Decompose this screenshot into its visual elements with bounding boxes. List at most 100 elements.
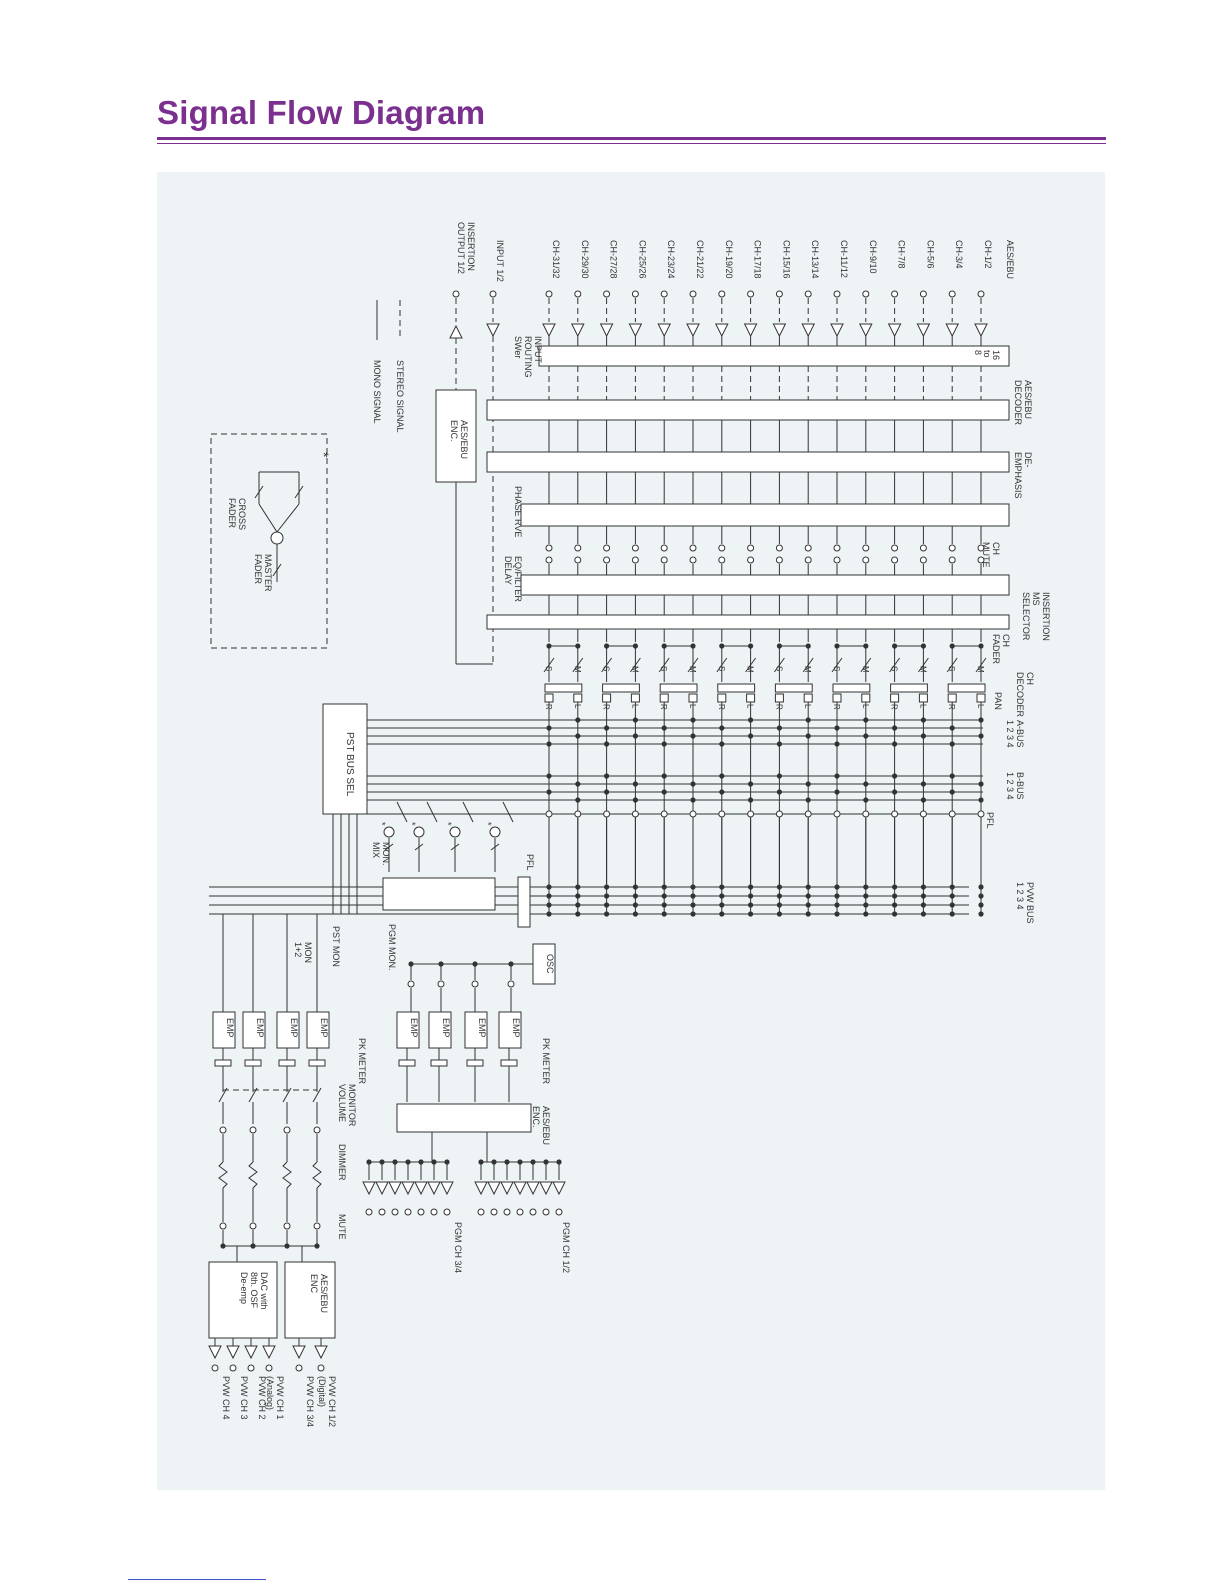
pvw-bus-dot — [978, 893, 984, 899]
bus-junction-dot — [978, 781, 984, 787]
input-routing-switcher-block — [538, 345, 1010, 367]
mute-switch-icon — [574, 544, 582, 552]
bus-junction-dot — [920, 797, 927, 803]
insertion-ms-selector-label: INSERTION — [1041, 592, 1051, 641]
pan-r-label: R — [717, 704, 726, 710]
fader-node-dot — [690, 643, 696, 649]
switch-icon — [249, 1126, 257, 1134]
pvw-bus-dot — [920, 902, 927, 908]
aes-ebu-decoder-label: DECODER — [1013, 380, 1023, 426]
fader-icon — [773, 657, 785, 673]
junction-dot — [543, 1159, 549, 1165]
bus-junction-dot — [863, 781, 869, 787]
pvw-ch-2-label: PVW CH 2 — [257, 1376, 267, 1420]
monitor-volume-label: VOLUME — [337, 1084, 347, 1122]
output-terminal-icon — [529, 1208, 537, 1216]
eq-filter-delay-block — [520, 574, 1010, 596]
pvw-bus-dot — [834, 884, 840, 890]
ch-mute-label: MUTE — [981, 542, 991, 568]
mute-switch-icon — [718, 556, 726, 564]
pvw-bus-dot — [690, 893, 696, 899]
output-terminal-icon — [365, 1208, 373, 1216]
pan-l-label: L — [630, 704, 639, 709]
input-terminal-icon — [545, 290, 553, 298]
fader-star-label: * — [443, 822, 453, 826]
emp-label: EMP — [225, 1018, 235, 1038]
pvw-bus-dot — [719, 893, 725, 899]
ch-mute-label: CH — [991, 542, 1001, 555]
mute-switch-icon — [747, 544, 755, 552]
fader-node-dot — [575, 643, 581, 649]
pan-label: PAN — [993, 692, 1003, 710]
aes-ebu-enc-pvw-label: ENC — [309, 1274, 319, 1294]
bus-junction-dot — [892, 773, 898, 779]
pan-r-label: R — [774, 704, 783, 710]
junction-dot — [392, 1159, 398, 1165]
pvw-bus-dot — [892, 884, 898, 890]
fader-icon — [254, 485, 264, 499]
output-terminal-icon — [295, 1364, 303, 1372]
input-terminal-icon — [689, 290, 697, 298]
output-terminal-icon — [503, 1208, 511, 1216]
page-title: Signal Flow Diagram — [157, 94, 486, 131]
emp-block — [276, 1011, 300, 1049]
input-buffer-icon — [945, 323, 960, 338]
junction-dot — [508, 961, 514, 967]
fader-star-label: * — [407, 822, 417, 826]
cross-fader-label: FADER — [227, 498, 237, 529]
ms-decoder-block — [544, 683, 583, 693]
ms-s-label: S — [544, 666, 553, 671]
pvw-bus-dot — [949, 884, 955, 890]
a-bus-label: 1 2 3 4 — [1005, 720, 1015, 748]
fader-node-dot — [546, 643, 552, 649]
bus-junction-dot — [632, 717, 638, 723]
ch-fader-label: CH — [1001, 634, 1011, 647]
mute-switch-icon — [718, 544, 726, 552]
fader-node-dot — [604, 643, 610, 649]
fader-icon — [716, 657, 728, 673]
channel-input-label: CH-19/20 — [724, 240, 734, 279]
mute-switch-icon — [545, 556, 553, 564]
input-terminal-icon — [603, 290, 611, 298]
pvw-bus-dot — [863, 893, 869, 899]
emp-block — [396, 1011, 420, 1049]
aes-ebu-enc-pvw-block — [284, 1261, 336, 1339]
pvw-ch-3-label: PVW CH 3 — [239, 1376, 249, 1420]
input-terminal-icon — [489, 290, 497, 298]
fader-icon — [294, 485, 304, 499]
pan-l-label: L — [573, 704, 582, 709]
junction-dot — [366, 1159, 372, 1165]
emp-label: EMP — [319, 1018, 329, 1038]
bus-junction-dot — [546, 741, 552, 747]
mute-switch-icon — [249, 1222, 257, 1230]
output-buffer-icon — [262, 1345, 276, 1360]
input-terminal-icon — [718, 290, 726, 298]
pk-meter-label: PK METER — [541, 1038, 551, 1085]
output-buffer-icon — [314, 1345, 328, 1360]
switch-icon — [219, 1126, 227, 1134]
mute-switch-icon — [603, 544, 611, 552]
ms-m-label: M — [746, 666, 755, 673]
ms-m-label: M — [918, 666, 927, 673]
pan-block — [803, 693, 813, 703]
bus-junction-dot — [776, 725, 783, 731]
junction-dot — [250, 1243, 256, 1249]
fader-icon — [502, 801, 514, 823]
pan-r-label: R — [544, 704, 553, 710]
output-terminal-icon — [265, 1364, 273, 1372]
insertion-ms-selector-label: MS — [1031, 592, 1041, 606]
pvw-bus-dot — [776, 893, 783, 899]
bus-junction-dot — [863, 733, 869, 739]
ch-fader-label: FADER — [991, 634, 1001, 665]
pan-l-label: L — [861, 704, 870, 709]
mute-switch-icon — [775, 556, 783, 564]
bus-junction-dot — [546, 725, 552, 731]
eq-filter-delay-label: EQ/FILTER — [513, 556, 523, 602]
ms-s-label: S — [947, 666, 956, 671]
insertion-output-label: INSERTION — [466, 222, 476, 271]
input-terminal-icon — [660, 290, 668, 298]
ms-m-label: M — [573, 666, 582, 673]
bus-junction-dot — [776, 789, 783, 795]
pfl-switch-icon — [775, 810, 783, 818]
pvw-ch-12-label: (Digital) — [317, 1376, 327, 1407]
